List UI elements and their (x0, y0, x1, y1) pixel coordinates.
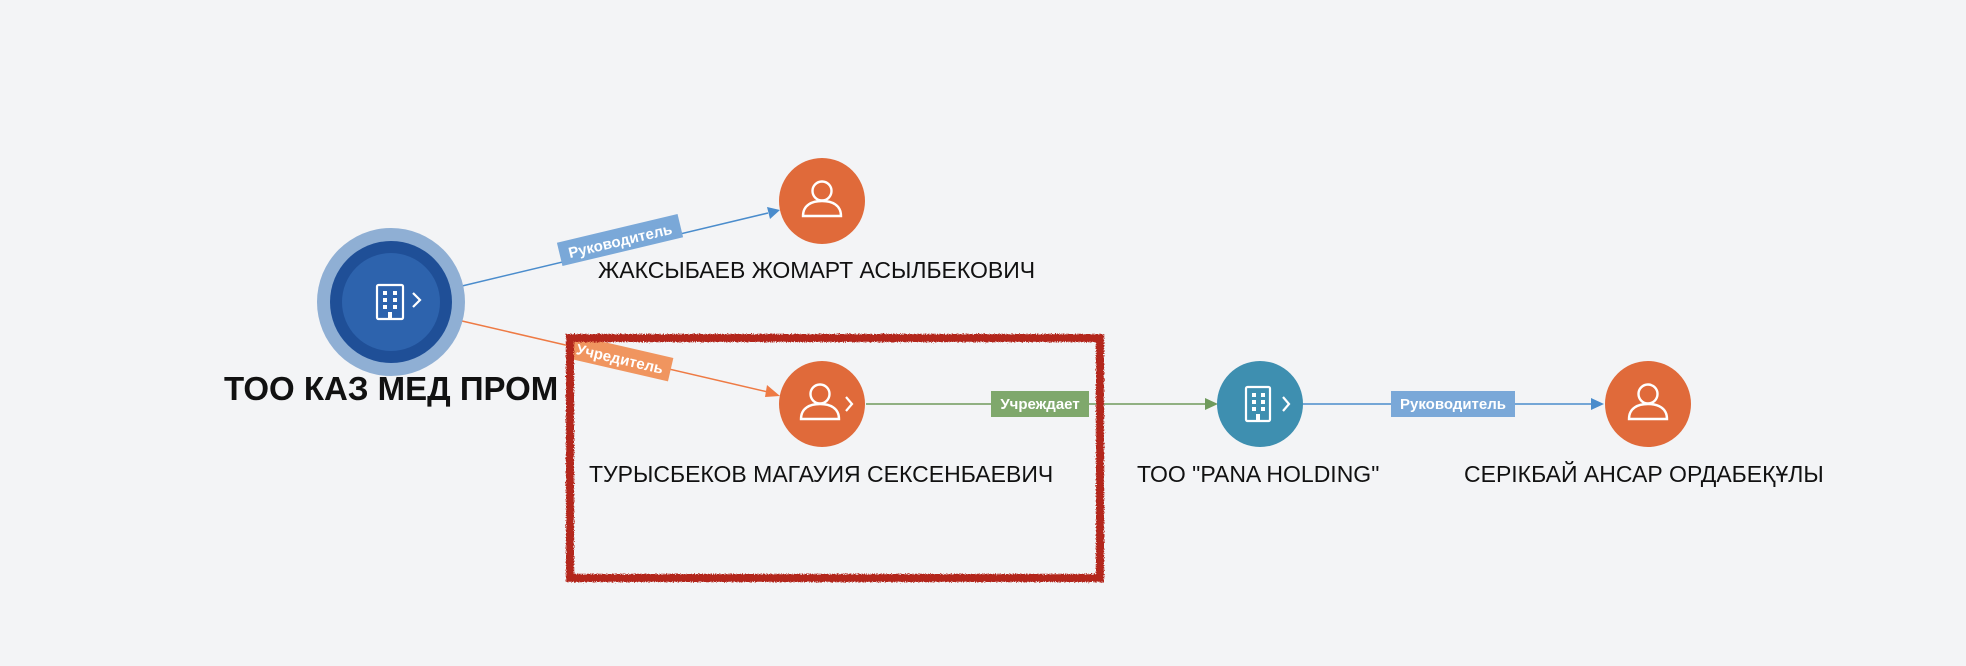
edge-label-founds: Учреждает (1000, 396, 1079, 413)
person-icon (799, 383, 841, 421)
person-node-zhaksybaev[interactable] (779, 158, 865, 244)
node-label-serikbai: СЕРІКБАЙ АНСАР ОРДАБЕҚҰЛЫ (1464, 461, 1824, 487)
person-node-serikbai[interactable] (1605, 361, 1691, 447)
node-label-zhaksybaev: ЖАКСЫБАЕВ ЖОМАРТ АСЫЛБЕКОВИЧ (598, 257, 1036, 283)
edge-turysbekov-to-pana[interactable]: Учреждает (866, 391, 1218, 417)
chevron-right-icon[interactable] (1282, 396, 1291, 412)
building-icon (375, 283, 405, 321)
edge-label-leader: Руководитель (1400, 396, 1506, 413)
chevron-right-icon[interactable] (412, 292, 422, 308)
person-node-turysbekov[interactable] (779, 361, 865, 447)
edge-pana-to-serikbai[interactable]: Руководитель (1302, 391, 1604, 417)
company-node-pana[interactable] (1217, 361, 1303, 447)
chevron-right-icon[interactable] (845, 396, 854, 412)
node-label-pana: ТОО "PANA HOLDING" (1137, 461, 1380, 487)
company-node-main[interactable] (317, 228, 465, 376)
node-label-main: ТОО КАЗ МЕД ПРОМ (224, 370, 559, 407)
person-icon (1627, 383, 1669, 421)
building-icon (1244, 385, 1272, 423)
person-icon (801, 180, 843, 218)
highlight-box (566, 334, 1104, 582)
node-label-turysbekov: ТУРЫСБЕКОВ МАГАУИЯ СЕКСЕНБАЕВИЧ (589, 461, 1054, 487)
